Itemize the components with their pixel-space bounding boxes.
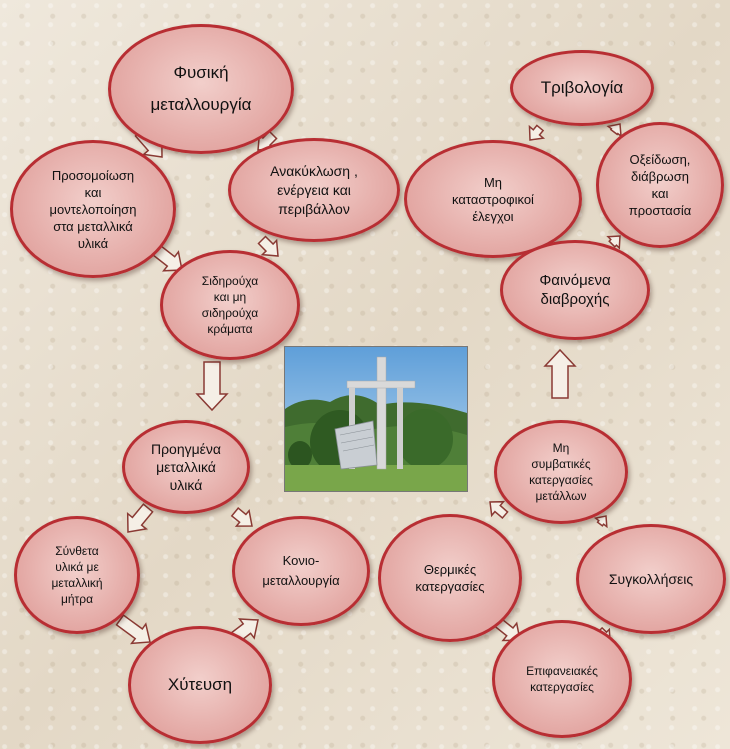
node-powder: Κονιο- μεταλλουργία bbox=[232, 516, 370, 626]
node-label: Προηγμένα μεταλλικά υλικά bbox=[150, 441, 222, 493]
flow-arrow bbox=[115, 614, 151, 645]
flow-arrow bbox=[230, 507, 253, 527]
node-label: Οξείδωση, διάβρωση και προστασία bbox=[628, 152, 692, 218]
node-nonconventional: Μη συμβατικές κατεργασίες μετάλλων bbox=[494, 420, 628, 524]
node-label: Συγκολλήσεις bbox=[608, 571, 694, 587]
flow-arrow bbox=[593, 515, 608, 529]
node-oxidation: Οξείδωση, διάβρωση και προστασία bbox=[596, 122, 724, 248]
node-thermal: Θερμικές κατεργασίες bbox=[378, 514, 522, 642]
node-advanced: Προηγμένα μεταλλικά υλικά bbox=[122, 420, 250, 514]
node-label: Σύνθετα υλικά με μεταλλική μήτρα bbox=[51, 544, 103, 606]
node-composites: Σύνθετα υλικά με μεταλλική μήτρα bbox=[14, 516, 140, 634]
flow-arrow bbox=[126, 503, 154, 533]
node-wetting: Φαινόμενα διαβροχής bbox=[500, 240, 650, 340]
node-label: Θερμικές κατεργασίες bbox=[415, 562, 485, 594]
node-casting: Χύτευση bbox=[128, 626, 272, 744]
flow-arrow bbox=[257, 235, 279, 257]
node-tribology: Τριβολογία bbox=[510, 50, 654, 126]
node-label: Σιδηρούχα και μη σιδηρούχα κράματα bbox=[201, 274, 259, 336]
node-alloys: Σιδηρούχα και μη σιδηρούχα κράματα bbox=[160, 250, 300, 360]
node-recycling: Ανακύκλωση , ενέργεια και περιβάλλον bbox=[228, 138, 400, 242]
node-physical-metallurgy: Φυσική μεταλλουργία bbox=[108, 24, 294, 154]
node-label: Ανακύκλωση , ενέργεια και περιβάλλον bbox=[270, 162, 358, 217]
node-surface: Επιφανειακές κατεργασίες bbox=[492, 620, 632, 738]
node-label: Μη συμβατικές κατεργασίες μετάλλων bbox=[529, 441, 593, 503]
node-label: Προσομοίωση και μοντελοποίηση στα μεταλλ… bbox=[49, 167, 137, 251]
node-ndt: Μη καταστροφικοί έλεγχοι bbox=[404, 140, 582, 258]
node-welding: Συγκολλήσεις bbox=[576, 524, 726, 634]
node-simulation: Προσομοίωση και μοντελοποίηση στα μεταλλ… bbox=[10, 140, 176, 278]
flow-arrow bbox=[606, 123, 622, 138]
node-label: Επιφανειακές κατεργασίες bbox=[526, 664, 598, 694]
flow-arrow bbox=[489, 500, 509, 520]
monument-photo bbox=[284, 346, 468, 492]
flow-arrow bbox=[543, 348, 577, 399]
node-label: Κονιο- μεταλλουργία bbox=[262, 553, 340, 588]
flow-arrow bbox=[528, 124, 546, 141]
node-label: Χύτευση bbox=[167, 675, 233, 694]
node-label: Μη καταστροφικοί έλεγχοι bbox=[452, 174, 534, 224]
node-label: Φαινόμενα διαβροχής bbox=[539, 272, 611, 308]
flow-arrow bbox=[195, 361, 229, 412]
node-label: Φυσική μεταλλουργία bbox=[150, 63, 252, 114]
flow-arrow bbox=[606, 235, 621, 250]
node-label: Τριβολογία bbox=[540, 78, 624, 97]
